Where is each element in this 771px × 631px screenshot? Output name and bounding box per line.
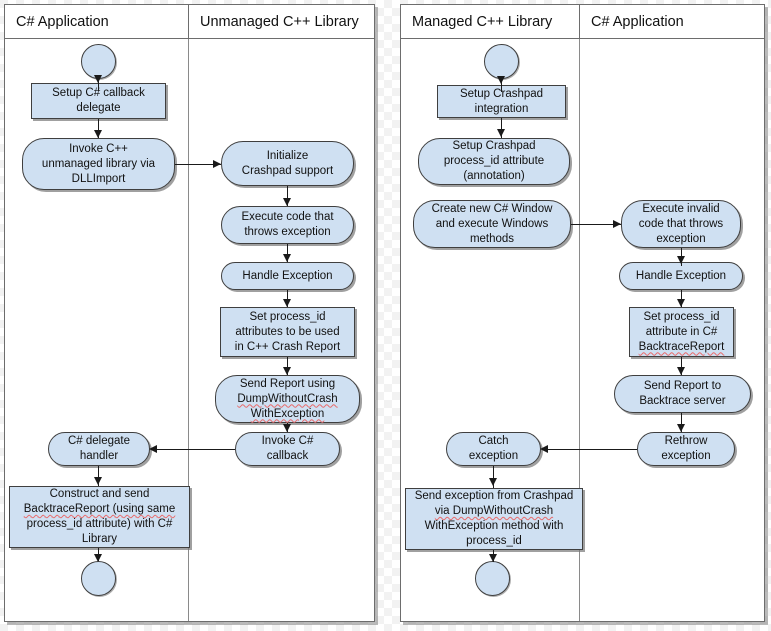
node-label: Send exception from Crashpad via DumpWit… — [414, 490, 574, 547]
arrowhead-down — [677, 367, 685, 375]
arrowhead-down — [283, 367, 291, 375]
edge-start-to-setup-crashpad — [501, 79, 503, 92]
node-invoke-csharp-callback[interactable]: Invoke C# callback — [235, 432, 340, 466]
node-label: Set process_id attributes to be used in … — [234, 310, 341, 353]
node-end-right[interactable] — [475, 561, 510, 596]
node-label: Catch exception — [468, 435, 519, 462]
edge-initialize-to-execute-code — [287, 186, 289, 206]
node-label: Send Report using DumpWithoutCrash WithE… — [237, 377, 338, 420]
node-label: Invoke C++ unmanaged library via DLLImpo… — [41, 142, 156, 185]
node-handle-exception-right[interactable]: Handle Exception — [619, 262, 743, 290]
arrowhead-left — [540, 445, 548, 453]
arrowhead-down — [497, 129, 505, 137]
node-label: Setup Crashpad process_id attribute (ann… — [443, 140, 545, 182]
swimlane-label: Unmanaged C++ Library — [200, 14, 359, 30]
edge-invoke-callback-to-delegate-handler — [153, 449, 235, 451]
node-create-csharp-window[interactable]: Create new C# Window and execute Windows… — [413, 200, 571, 248]
swimlane-header-managed-cpp-library: Managed C++ Library — [401, 5, 579, 39]
arrowhead-down — [677, 256, 685, 264]
node-rethrow-exception[interactable]: Rethrow exception — [637, 432, 735, 466]
arrowhead-left — [149, 445, 157, 453]
node-label: Send Report to Backtrace server — [639, 380, 726, 407]
activity-diagram-right: Managed C++ Library C# Application Setup… — [400, 4, 765, 622]
arrowhead-down — [677, 299, 685, 307]
swimlane-header-unmanaged-cpp-library: Unmanaged C++ Library — [189, 5, 374, 39]
edge-catch-exception-to-send-exception — [493, 466, 495, 488]
edge-setup-delegate-to-invoke-cpp — [98, 119, 100, 138]
node-label: Invoke C# callback — [261, 435, 314, 462]
swimlane-label: Managed C++ Library — [412, 14, 553, 30]
swimlane-label: C# Application — [591, 14, 684, 30]
edge-setup-crashpad-to-process-id-attr — [501, 118, 503, 138]
arrowhead-right — [213, 160, 221, 168]
arrowhead-down — [489, 478, 497, 486]
arrowhead-down — [489, 554, 497, 562]
node-csharp-delegate-handler[interactable]: C# delegate handler — [48, 432, 150, 466]
node-catch-exception[interactable]: Catch exception — [446, 432, 541, 466]
node-end-left[interactable] — [81, 561, 116, 596]
node-start-right[interactable] — [484, 44, 519, 79]
arrowhead-down — [94, 554, 102, 562]
node-setup-crashpad-integration[interactable]: Setup Crashpad integration — [437, 85, 566, 118]
node-execute-invalid-code[interactable]: Execute invalid code that throws excepti… — [621, 200, 741, 248]
swimlane-divider-right-body — [579, 39, 580, 621]
arrowhead-right — [613, 220, 621, 228]
node-label: Create new C# Window and execute Windows… — [431, 202, 553, 245]
swimlane-header-csharp-application-right: C# Application — [580, 5, 764, 39]
edge-delegate-handler-to-construct-report — [98, 466, 100, 486]
node-label: Setup Crashpad integration — [459, 87, 544, 115]
edge-set-process-id-to-send-report — [287, 357, 289, 375]
node-label: Handle Exception — [242, 269, 333, 282]
swimlane-divider-left-body — [188, 39, 189, 621]
arrowhead-down — [497, 76, 505, 84]
arrowhead-down — [94, 130, 102, 138]
swimlane-divider-right-header — [579, 5, 580, 39]
node-start-left[interactable] — [81, 44, 116, 79]
node-send-report-dumpwithoutcrash[interactable]: Send Report using DumpWithoutCrash WithE… — [215, 375, 360, 423]
node-label: Execute invalid code that throws excepti… — [638, 202, 724, 245]
node-send-report-backtrace-server[interactable]: Send Report to Backtrace server — [614, 375, 751, 413]
node-set-process-id-csharp-backtracereport[interactable]: Set process_id attribute in C# Backtrace… — [629, 307, 734, 357]
swimlane-header-row-right — [401, 5, 764, 39]
node-execute-code-throws-exception[interactable]: Execute code that throws exception — [221, 206, 354, 244]
edge-invoke-cpp-to-initialize-crashpad — [175, 164, 221, 166]
node-label: C# delegate handler — [67, 435, 131, 462]
node-setup-crashpad-process-id-attribute[interactable]: Setup Crashpad process_id attribute (ann… — [418, 138, 570, 185]
arrowhead-down — [283, 299, 291, 307]
arrowhead-down — [94, 477, 102, 485]
node-label: Initialize Crashpad support — [241, 149, 334, 177]
swimlane-header-csharp-application: C# Application — [5, 5, 188, 39]
edge-create-window-to-execute-invalid — [571, 224, 621, 226]
edge-start-to-setup-delegate — [98, 79, 100, 91]
activity-diagram-left: C# Application Unmanaged C++ Library Set… — [4, 4, 375, 622]
swimlane-label: C# Application — [16, 14, 109, 30]
swimlane-header-row-left — [5, 5, 374, 39]
node-set-process-id-attributes-cpp[interactable]: Set process_id attributes to be used in … — [220, 307, 355, 357]
arrowhead-down — [283, 198, 291, 206]
arrowhead-down — [677, 424, 685, 432]
node-label: Execute code that throws exception — [241, 211, 334, 238]
edge-send-report-to-rethrow — [681, 413, 683, 432]
node-initialize-crashpad-support[interactable]: Initialize Crashpad support — [221, 141, 354, 186]
arrowhead-down — [94, 75, 102, 83]
node-label: Handle Exception — [635, 269, 727, 282]
node-label: Construct and send BacktraceReport (usin… — [23, 488, 176, 545]
swimlane-divider-left-header — [188, 5, 189, 39]
node-label: Set process_id attribute in C# Backtrace… — [638, 310, 725, 353]
node-handle-exception-left[interactable]: Handle Exception — [221, 262, 354, 290]
edge-rethrow-to-catch-exception — [544, 449, 637, 451]
edge-set-process-id-to-send-report-right — [681, 357, 683, 375]
edge-execute-code-to-handle-exception — [287, 244, 289, 262]
node-label: Setup C# callback delegate — [52, 87, 145, 114]
arrowhead-down — [283, 254, 291, 262]
node-construct-send-backtracereport[interactable]: Construct and send BacktraceReport (usin… — [9, 486, 190, 548]
node-label: Rethrow exception — [661, 435, 711, 462]
node-send-exception-from-crashpad[interactable]: Send exception from Crashpad via DumpWit… — [405, 488, 583, 550]
edge-handle-exception-to-set-process-id — [287, 290, 289, 307]
arrowhead-down — [283, 424, 291, 432]
edge-handle-exception-to-set-process-id-right — [681, 290, 683, 307]
node-invoke-cpp-unmanaged-library[interactable]: Invoke C++ unmanaged library via DLLImpo… — [22, 138, 175, 190]
